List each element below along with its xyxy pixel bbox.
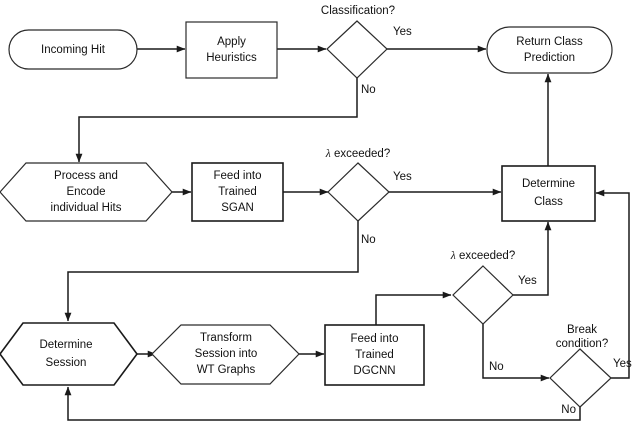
apply-heuristics-label-line2: Heuristics: [206, 52, 257, 64]
feed-sgan-label-line2: Trained: [218, 186, 257, 198]
lambda-symbol-1: λ: [325, 148, 331, 160]
edge-label-lambda2-no: No: [489, 361, 504, 373]
feed-dgcnn-label-line3: DGCNN: [353, 365, 395, 377]
transform-session-shape: [151, 324, 300, 385]
lambda-decision-2-shape: [452, 265, 514, 325]
edge-label-break-no: No: [561, 404, 576, 416]
edge-label-lambda1-yes: Yes: [393, 171, 412, 183]
lambda-decision-1-shape: [327, 162, 390, 222]
incoming-hit-label: Incoming Hit: [41, 44, 106, 56]
node-transform-session[interactable]: Transform Session into WT Graphs: [151, 324, 300, 385]
break-condition-label-line1: Break: [567, 324, 597, 336]
classification-decision-shape: [326, 20, 388, 79]
return-class-prediction-label-line1: Return Class: [516, 36, 583, 48]
feed-sgan-shape: [191, 162, 284, 222]
edge-lambda2-no-to-break-condition: [482, 324, 550, 382]
edge-break-yes-to-determine-class: [595, 189, 630, 379]
feed-dgcnn-label-line2: Trained: [355, 349, 394, 361]
node-lambda-decision-2[interactable]: λ exceeded?: [450, 250, 515, 325]
classification-decision-label: Classification?: [321, 5, 395, 17]
transform-session-label-line2: Session into: [195, 348, 258, 360]
feed-sgan-label-line1: Feed into: [214, 170, 262, 182]
break-condition-shape: [549, 348, 612, 408]
apply-heuristics-label-line1: Apply: [217, 36, 246, 48]
node-feed-dgcnn[interactable]: Feed into Trained DGCNN: [324, 324, 425, 386]
lambda-decision-1-label: λ exceeded?: [325, 148, 390, 160]
edge-classification-no-to-process-encode: [75, 78, 358, 163]
lambda-decision-2-label: λ exceeded?: [450, 250, 515, 262]
edge-break-no-to-determine-session: [64, 386, 581, 421]
process-encode-hits-label-line1: Process and: [54, 170, 118, 182]
node-lambda-decision-1[interactable]: λ exceeded?: [325, 148, 390, 222]
node-apply-heuristics[interactable]: Apply Heuristics: [185, 21, 278, 79]
incoming-hit-shape: [8, 29, 138, 70]
determine-class-label-line2: Class: [534, 196, 563, 208]
node-classification-decision[interactable]: Classification?: [321, 5, 395, 79]
node-return-class-prediction[interactable]: Return Class Prediction: [486, 26, 613, 74]
edge-label-lambda1-no: No: [361, 234, 376, 246]
edge-feed-dgcnn-to-lambda2: [375, 291, 452, 325]
transform-session-label-line1: Transform: [200, 332, 252, 344]
return-class-prediction-shape: [486, 26, 613, 74]
edge-label-lambda2-yes: Yes: [518, 275, 537, 287]
lambda-symbol-2: λ: [450, 250, 456, 262]
edge-label-break-yes: Yes: [613, 358, 632, 370]
edge-lambda1-no-to-determine-session: [64, 221, 359, 322]
edge-lambda2-yes-to-determine-class: [513, 221, 552, 296]
node-incoming-hit[interactable]: Incoming Hit: [8, 29, 138, 70]
return-class-prediction-label-line2: Prediction: [524, 52, 575, 64]
determine-class-shape: [501, 165, 596, 222]
feed-sgan-label-line3: SGAN: [221, 202, 254, 214]
process-encode-hits-shape: [0, 162, 173, 222]
edge-label-classification-no: No: [361, 84, 376, 96]
process-encode-hits-label-line3: individual Hits: [51, 202, 122, 214]
determine-session-label-line2: Session: [46, 357, 87, 369]
break-condition-label-line2: condition?: [556, 338, 608, 350]
node-break-condition[interactable]: Break condition?: [549, 324, 612, 408]
determine-class-label-line1: Determine: [522, 178, 575, 190]
node-feed-sgan[interactable]: Feed into Trained SGAN: [191, 162, 284, 222]
lambda-text-2: exceeded?: [456, 250, 515, 262]
node-determine-class[interactable]: Determine Class: [501, 165, 596, 222]
process-encode-hits-label-line2: Encode: [66, 186, 105, 198]
edge-label-classification-yes: Yes: [393, 26, 412, 38]
feed-dgcnn-shape: [324, 324, 425, 386]
determine-session-label-line1: Determine: [39, 339, 92, 351]
lambda-text-1: exceeded?: [331, 148, 390, 160]
transform-session-label-line3: WT Graphs: [197, 364, 256, 376]
node-process-encode-hits[interactable]: Process and Encode individual Hits: [0, 162, 173, 222]
apply-heuristics-shape: [185, 21, 278, 79]
feed-dgcnn-label-line1: Feed into: [351, 333, 399, 345]
node-determine-session[interactable]: Determine Session: [0, 322, 138, 386]
determine-session-shape: [0, 322, 138, 386]
